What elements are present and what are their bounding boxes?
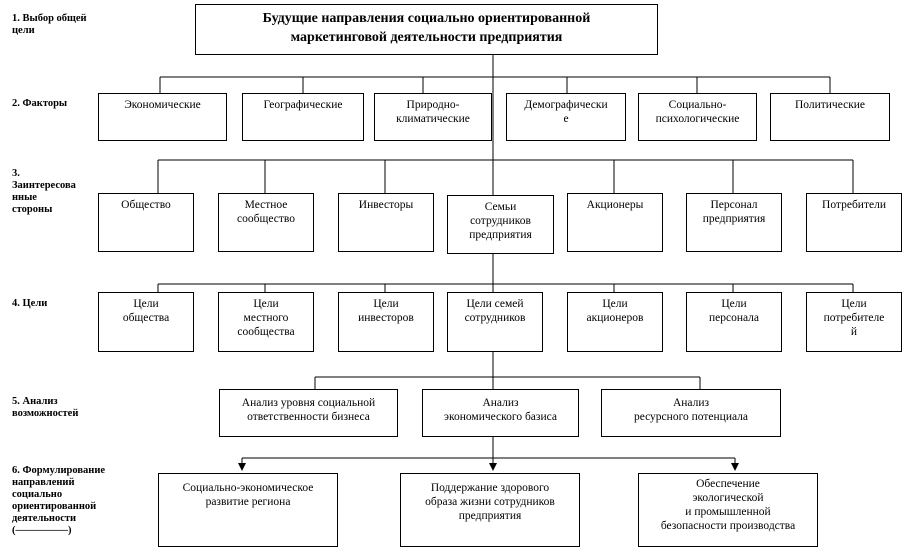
stakeholder-box-consumers: Потребители (806, 193, 902, 252)
stakeholder-box-shareholders: Акционеры (567, 193, 663, 252)
goal-box-personnel: Цели персонала (686, 292, 782, 352)
stakeholder-box-local-community: Местное сообщество (218, 193, 314, 252)
goal-box-families: Цели семей сотрудников (447, 292, 543, 352)
factor-box-demographic: Демографически е (506, 93, 626, 141)
direction-box-regional-development: Социально-экономическое развитие региона (158, 473, 338, 547)
stakeholder-box-personnel: Персонал предприятия (686, 193, 782, 252)
stakeholder-box-society: Общество (98, 193, 194, 252)
stakeholder-box-families: Семьи сотрудников предприятия (447, 195, 554, 254)
stakeholder-box-investors: Инвесторы (338, 193, 434, 252)
stage-label-directions: 6. Формулирование направлений социально … (12, 465, 106, 536)
factor-box-geographic: Географические (242, 93, 364, 141)
factor-box-socio-psychological: Социально- психологические (638, 93, 757, 141)
stage-label-goal: 1. Выбор общей цели (12, 13, 87, 36)
goal-box-local-community: Цели местного сообщества (218, 292, 314, 352)
title-box: Будущие направления социально ориентиров… (195, 4, 658, 55)
goal-box-shareholders: Цели акционеров (567, 292, 663, 352)
factor-box-political: Политические (770, 93, 890, 141)
stage-label-analysis: 5. Анализ возможностей (12, 396, 79, 419)
analysis-box-economic-base: Анализ экономического базиса (422, 389, 579, 437)
direction-box-healthy-lifestyle: Поддержание здорового образа жизни сотру… (400, 473, 580, 547)
stage-label-goals: 4. Цели (12, 298, 48, 309)
goal-box-consumers: Цели потребителе й (806, 292, 902, 352)
goal-box-investors: Цели инвесторов (338, 292, 434, 352)
stage-label-factors: 2. Факторы (12, 98, 68, 109)
goal-box-society: Цели общества (98, 292, 194, 352)
analysis-box-resource-potential: Анализ ресурсного потенциала (601, 389, 781, 437)
factor-box-economic: Экономические (98, 93, 227, 141)
factor-box-climatic: Природно- климатические (374, 93, 492, 141)
direction-box-ecological-safety: Обеспечение экологической и промышленной… (638, 473, 818, 547)
stage-label-stakeholders: 3. Заинтересова нные стороны (12, 168, 76, 215)
analysis-box-social-responsibility: Анализ уровня социальной ответственности… (219, 389, 398, 437)
